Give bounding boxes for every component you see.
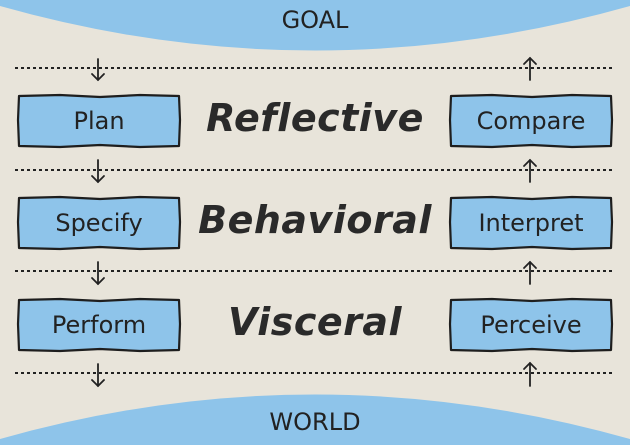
- perform-box-shape: [16, 297, 182, 353]
- interpret-box-shape: [448, 195, 614, 251]
- compare-box-shape: [448, 93, 614, 149]
- world-label: WORLD: [269, 408, 361, 436]
- arrow-up-icon: [523, 158, 537, 183]
- goal-cap: [0, 0, 630, 51]
- level-behavioral: Behavioral: [198, 198, 432, 242]
- specify-box-shape: [16, 195, 182, 251]
- perceive-label: Perceive: [480, 311, 582, 339]
- perceive-box: Perceive: [451, 300, 611, 350]
- interpret-label: Interpret: [478, 209, 584, 237]
- specify-label: Specify: [55, 209, 143, 237]
- compare-label: Compare: [476, 107, 586, 135]
- arrow-down-icon: [91, 159, 105, 184]
- compare-box: Compare: [451, 96, 611, 146]
- plan-label: Plan: [73, 107, 125, 135]
- level-reflective: Reflective: [206, 96, 424, 140]
- arrow-down-icon: [91, 261, 105, 286]
- arrow-down-icon: [91, 363, 105, 388]
- interpret-box: Interpret: [451, 198, 611, 248]
- level-visceral: Visceral: [227, 300, 403, 344]
- perform-box: Perform: [19, 300, 179, 350]
- specify-box: Specify: [19, 198, 179, 248]
- goal-label: GOAL: [281, 6, 349, 34]
- perform-label: Perform: [51, 311, 147, 339]
- plan-box-shape: [16, 93, 182, 149]
- arrow-up-icon: [523, 260, 537, 285]
- arrow-up-icon: [523, 56, 537, 81]
- arrow-up-icon: [523, 361, 537, 387]
- world-cap: [0, 394, 630, 445]
- plan-box: Plan: [19, 96, 179, 146]
- arrow-down-icon: [91, 58, 105, 82]
- box-shapes: [16, 93, 614, 353]
- perceive-box-shape: [448, 297, 614, 353]
